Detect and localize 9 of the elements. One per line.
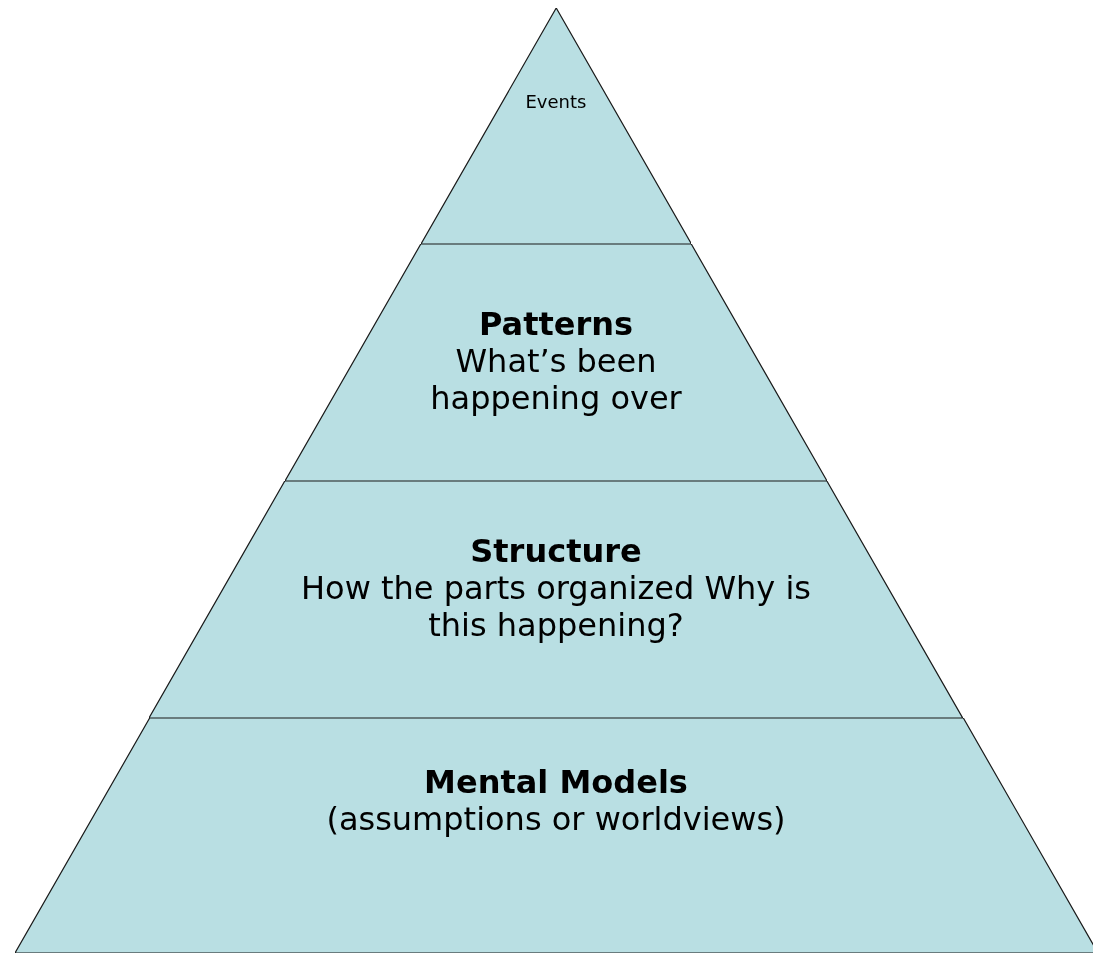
tier-heading: Mental Models bbox=[423, 764, 689, 801]
tier-heading: Patterns bbox=[477, 306, 635, 343]
pyramid-tier bbox=[14, 718, 1093, 953]
tier-description: How the parts organized Why is this happening? bbox=[300, 569, 812, 644]
tier-description: (assumptions or worldviews) bbox=[325, 800, 787, 838]
tier-description: What’s been happening over bbox=[429, 342, 683, 417]
pyramid-tier bbox=[149, 481, 963, 718]
tier-label: Events bbox=[524, 92, 588, 113]
tier-heading: Structure bbox=[469, 533, 643, 570]
